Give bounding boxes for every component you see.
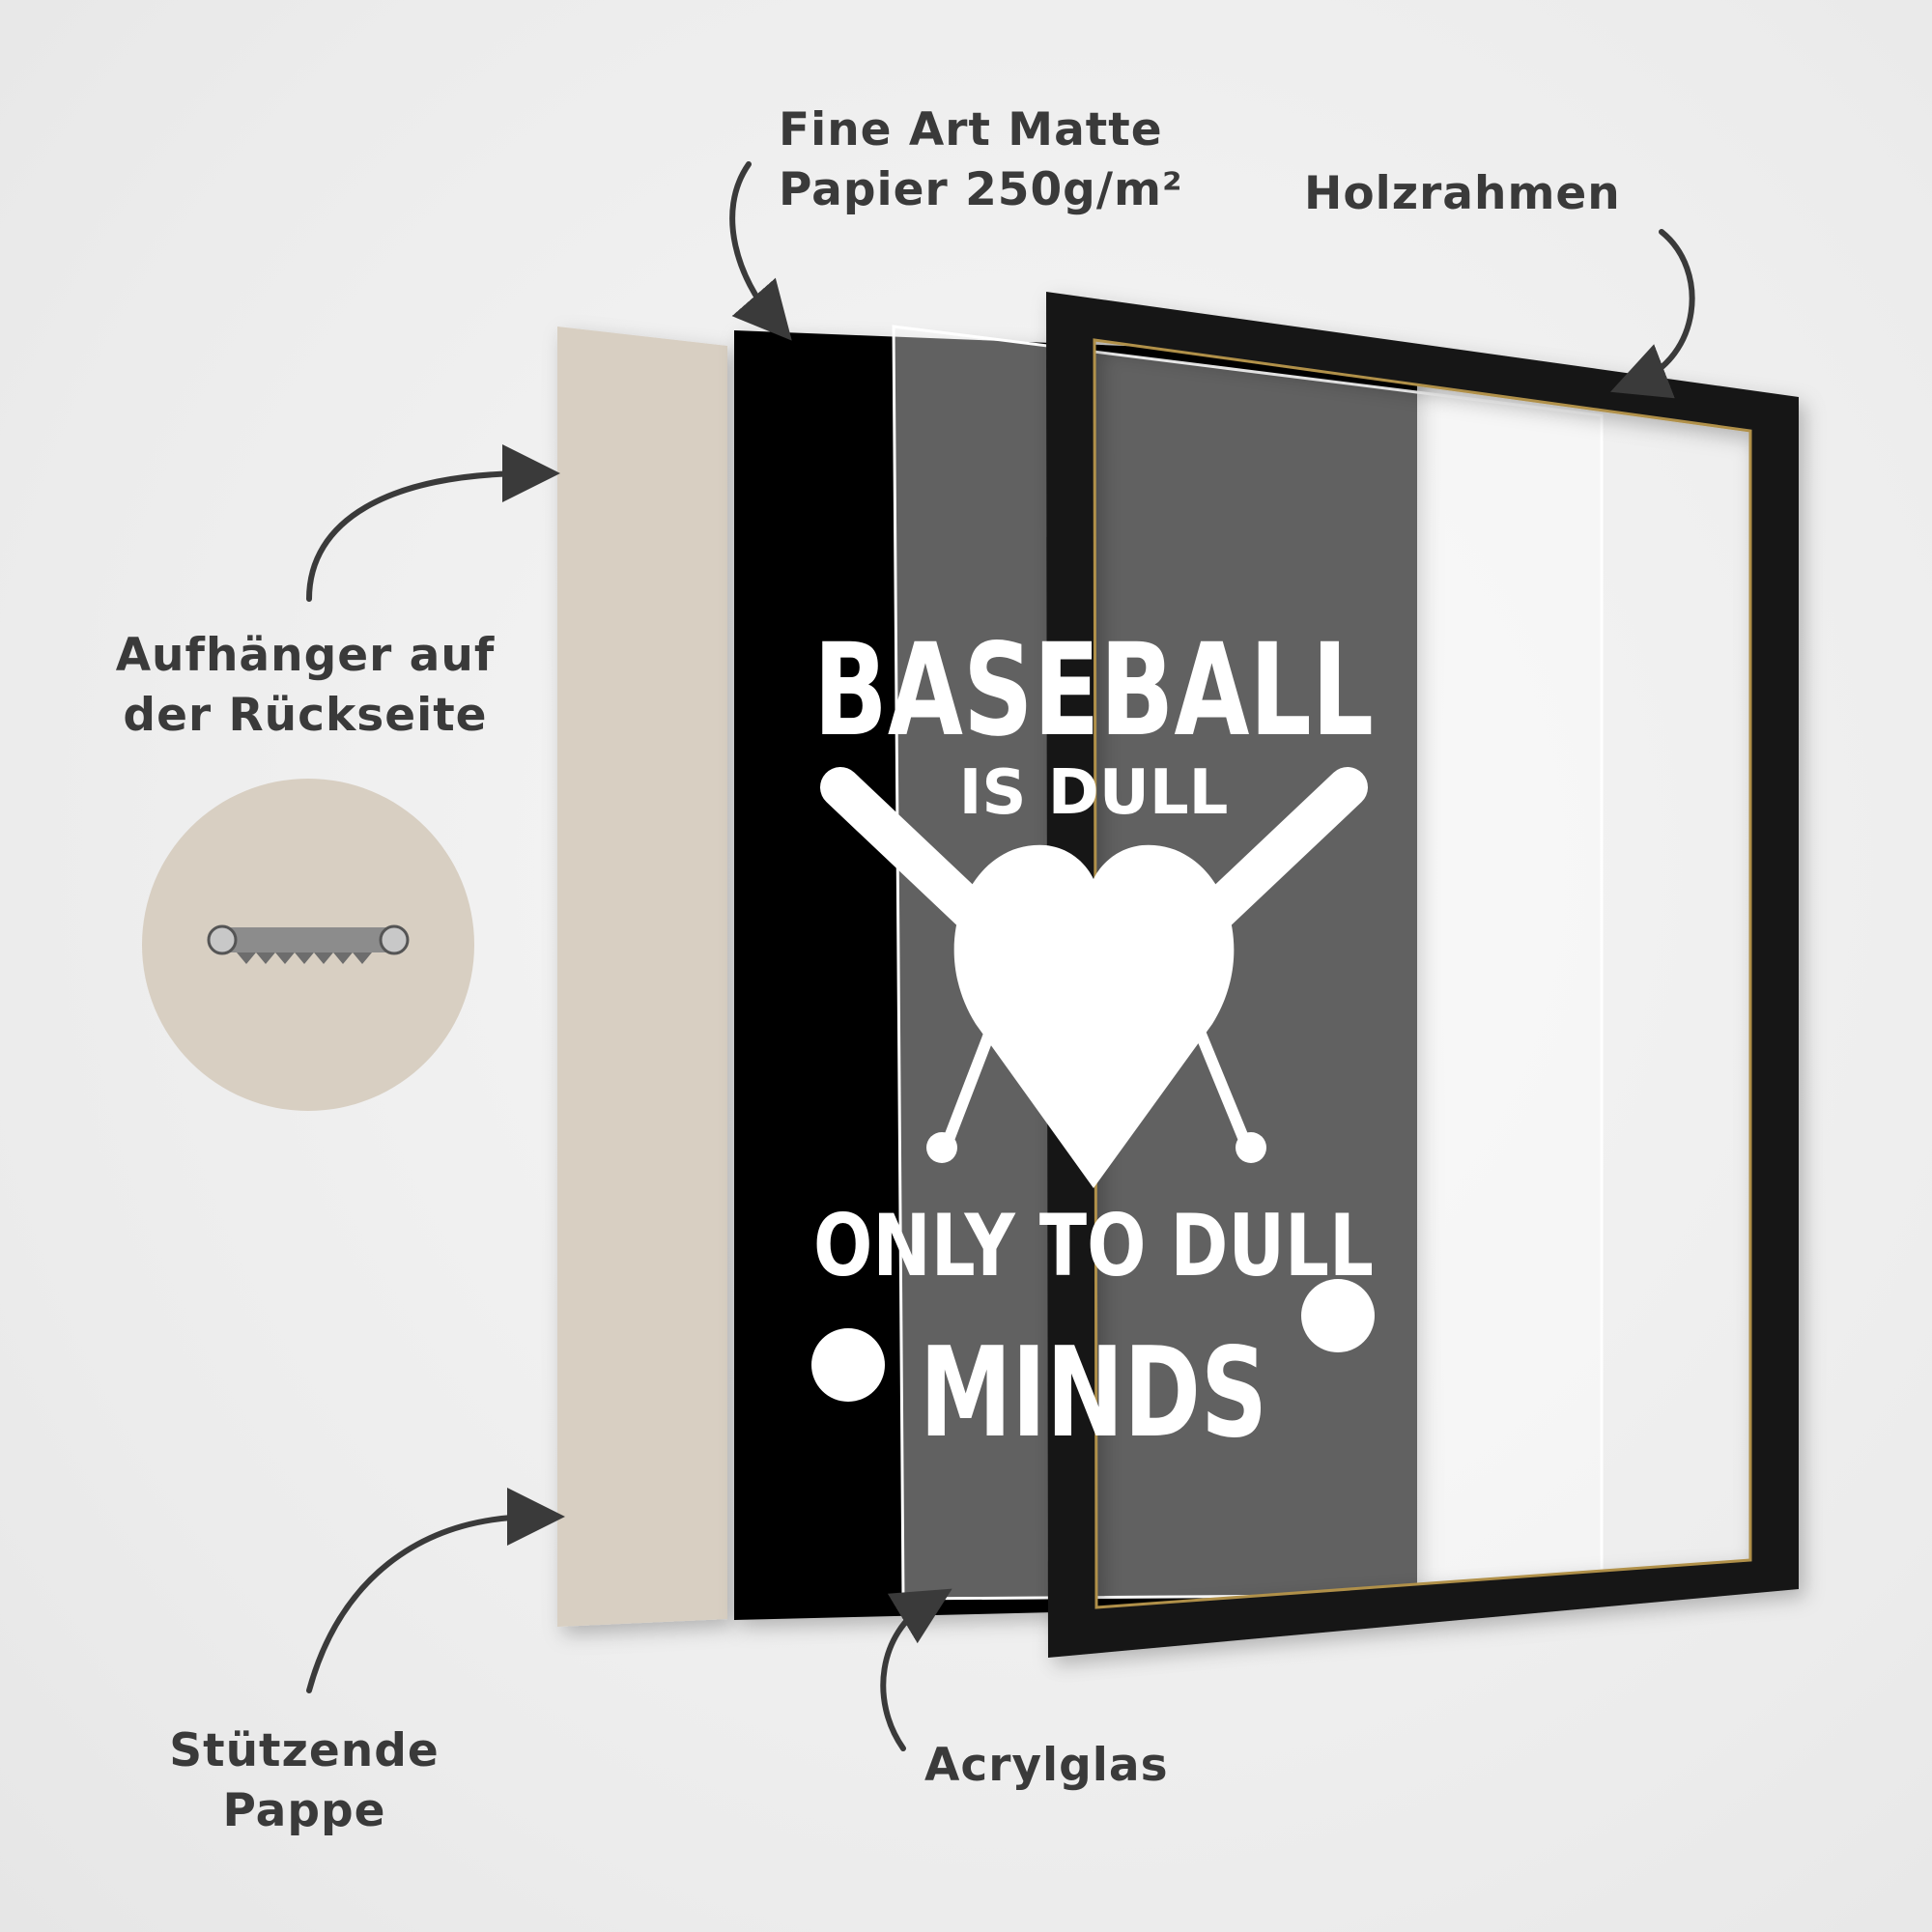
arrow-frame-icon [1610,229,1695,399]
baseball-icon [811,1328,885,1402]
hanger-detail [142,779,474,1111]
arrow-backing-icon [306,1488,565,1693]
cardboard-backing [557,327,727,1627]
poster-artwork: BASEBALL IS DULL ONLY TO DULL MINDS [811,616,1375,1465]
label-acrylic-glass: Acrylglas [924,1739,1169,1792]
baseball-icon [1301,1279,1375,1352]
label-hanger-line2: der Rückseite [123,689,488,742]
label-wooden-frame: Holzrahmen [1304,167,1621,220]
label-backing-board: Stützende Pappe [63,1721,546,1841]
label-paper-line2: Papier 250g/m² [779,163,1183,216]
label-backing-line1: Stützende [169,1724,440,1777]
arrow-hanger-icon [306,444,560,602]
sawtooth-hanger-icon [207,924,410,964]
poster-line-is-dull: IS DULL [959,757,1229,829]
label-fine-art-paper: Fine Art Matte Papier 250g/m² [779,100,1183,220]
baseball-heart-icon [953,844,1235,1188]
label-hanger: Aufhänger auf der Rückseite [64,626,547,746]
poster-line-minds: MINDS [920,1321,1267,1465]
arrow-paper-icon [729,161,792,341]
arrow-glass-icon [880,1588,952,1751]
label-backing-line2: Pappe [222,1784,386,1837]
poster-line-only-to-dull: ONLY TO DULL [813,1196,1374,1295]
poster-line-baseball: BASEBALL [813,616,1374,765]
label-hanger-line1: Aufhänger auf [115,629,496,682]
label-paper-line1: Fine Art Matte [779,103,1163,156]
